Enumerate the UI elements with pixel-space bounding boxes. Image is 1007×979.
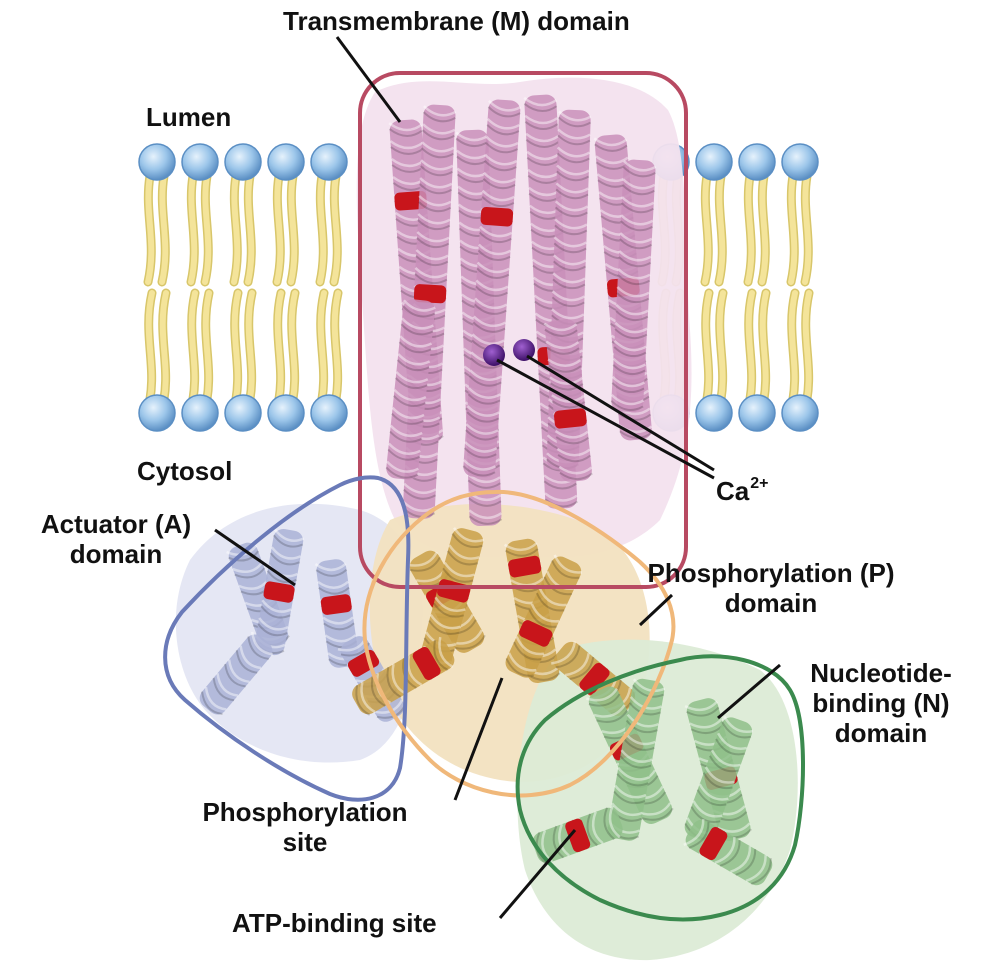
lipid-tail [291, 176, 294, 282]
lipid-head [696, 395, 732, 431]
lipid-head [739, 395, 775, 431]
lipid-tail [205, 176, 208, 282]
lipid-head [139, 144, 175, 180]
cytosol-label: Cytosol [137, 456, 232, 486]
lipid-tail [706, 293, 709, 399]
lipid-tail [335, 293, 338, 399]
lumen-label: Lumen [146, 102, 231, 132]
atp-binding-site-label: ATP-binding site [232, 908, 437, 938]
lipid-head [268, 144, 304, 180]
lipid-tail [719, 176, 722, 282]
lipid-tail [163, 293, 166, 399]
nucleotide-binding-label-line1: Nucleotide- [786, 658, 976, 688]
lipid-tail [705, 176, 708, 282]
actuator-domain-label: Actuator (A) domain [6, 509, 226, 569]
lipid-tail [292, 293, 295, 399]
lipid-tail [234, 176, 237, 282]
lipid-tail [249, 293, 252, 399]
lipid-head [739, 144, 775, 180]
lipid-tail [749, 293, 752, 399]
calcium-label: Ca2+ [716, 476, 769, 511]
actuator-domain-label-line2: domain [6, 539, 226, 569]
membrane-bilayer-left [139, 144, 347, 431]
calcium-symbol: Ca [716, 476, 749, 506]
lipid-tail [762, 176, 765, 282]
lipid-head [182, 395, 218, 431]
lipid-tail [806, 293, 809, 399]
lipid-head [782, 144, 818, 180]
lipid-head [225, 395, 261, 431]
lipid-head [225, 144, 261, 180]
lipid-head [311, 395, 347, 431]
lipid-head [311, 144, 347, 180]
phosphorylation-site-label-line2: site [160, 827, 450, 857]
calcium-charge: 2+ [750, 475, 768, 492]
lipid-tail [763, 293, 766, 399]
phosphorylation-domain-label-line2: domain [636, 588, 906, 618]
lipid-tail [149, 293, 152, 399]
lipid-head [268, 395, 304, 431]
lipid-tail [192, 293, 195, 399]
phosphorylation-site-label: Phosphorylation site [160, 797, 450, 857]
lipid-head [182, 144, 218, 180]
nucleotide-binding-domain-label: Nucleotide- binding (N) domain [786, 658, 976, 748]
lipid-tail [720, 293, 723, 399]
lipid-tail [277, 176, 280, 282]
lipid-tail [748, 176, 751, 282]
lipid-tail [792, 293, 795, 399]
lipid-tail [162, 176, 165, 282]
nucleotide-binding-label-line3: domain [786, 718, 976, 748]
lipid-tail [321, 293, 324, 399]
lipid-tail [791, 176, 794, 282]
lipid-tail [206, 293, 209, 399]
transmembrane-domain-label: Transmembrane (M) domain [283, 6, 630, 36]
phosphorylation-site-label-line1: Phosphorylation [160, 797, 450, 827]
lipid-tail [191, 176, 194, 282]
lipid-tail [235, 293, 238, 399]
lipid-head [139, 395, 175, 431]
lipid-head [782, 395, 818, 431]
lipid-tail [805, 176, 808, 282]
lipid-tail [278, 293, 281, 399]
lipid-tail [320, 176, 323, 282]
phosphorylation-domain-label-line1: Phosphorylation (P) [636, 558, 906, 588]
phosphorylation-domain-label: Phosphorylation (P) domain [636, 558, 906, 618]
nucleotide-binding-label-line2: binding (N) [786, 688, 976, 718]
lipid-tail [248, 176, 251, 282]
actuator-domain-label-line1: Actuator (A) [6, 509, 226, 539]
lipid-head [696, 144, 732, 180]
lipid-tail [334, 176, 337, 282]
lipid-tail [148, 176, 151, 282]
